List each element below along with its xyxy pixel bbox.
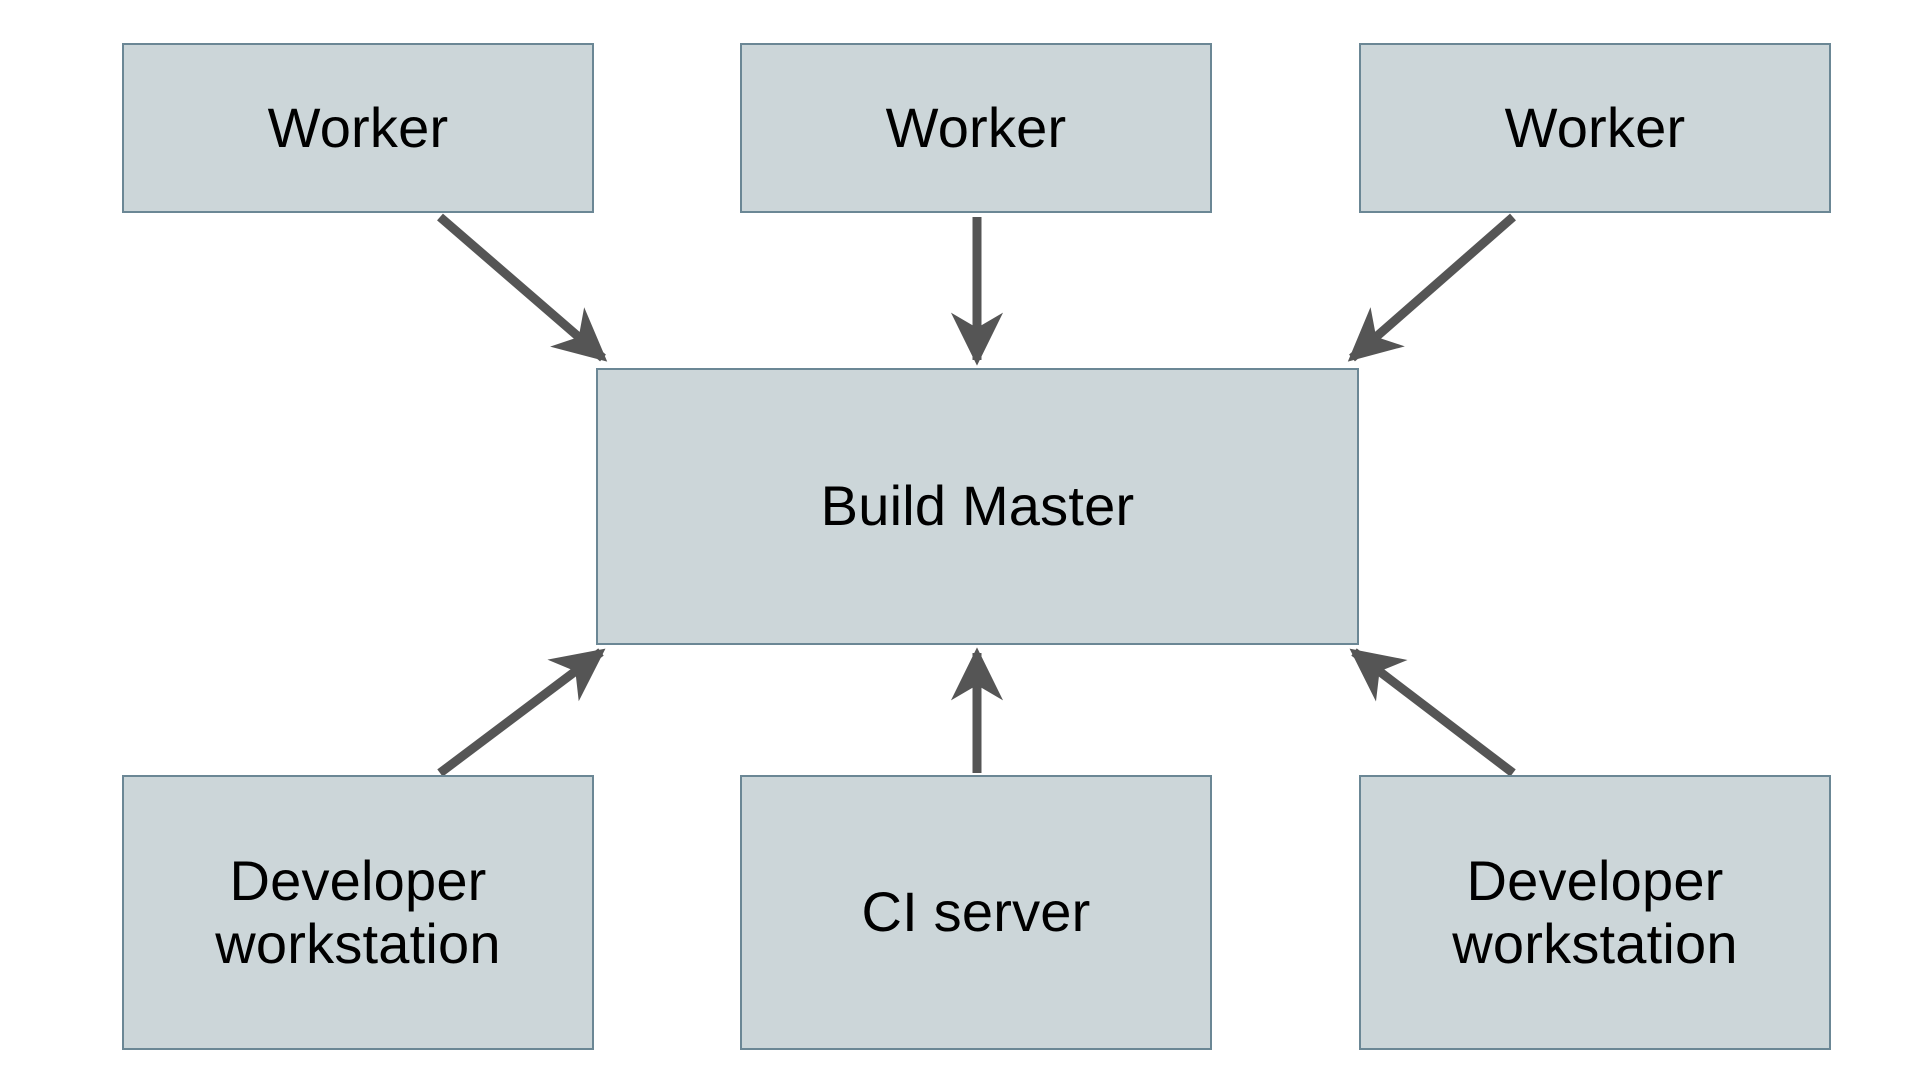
edge-developer-workstation-2-to-build-master <box>1349 648 1516 777</box>
node-developer-workstation-1-label: Developer workstation <box>215 848 501 975</box>
edge-worker-1-to-build-master <box>437 213 608 362</box>
node-developer-workstation-2-label: Developer workstation <box>1452 848 1738 975</box>
node-worker-3-label: Worker <box>1504 95 1686 159</box>
node-worker-2[interactable]: Worker <box>740 43 1212 213</box>
node-ci-server[interactable]: CI server <box>740 775 1212 1050</box>
node-developer-workstation-1[interactable]: Developer workstation <box>122 775 594 1050</box>
node-worker-1-label: Worker <box>267 95 449 159</box>
node-worker-1[interactable]: Worker <box>122 43 594 213</box>
node-build-master[interactable]: Build Master <box>596 368 1359 645</box>
node-ci-server-label: CI server <box>861 880 1091 944</box>
node-build-master-label: Build Master <box>820 474 1135 538</box>
edge-worker-3-to-build-master <box>1347 213 1516 362</box>
node-worker-3[interactable]: Worker <box>1359 43 1831 213</box>
node-worker-2-label: Worker <box>885 95 1067 159</box>
node-developer-workstation-2[interactable]: Developer workstation <box>1359 775 1831 1050</box>
edge-developer-workstation-1-to-build-master <box>437 648 606 777</box>
